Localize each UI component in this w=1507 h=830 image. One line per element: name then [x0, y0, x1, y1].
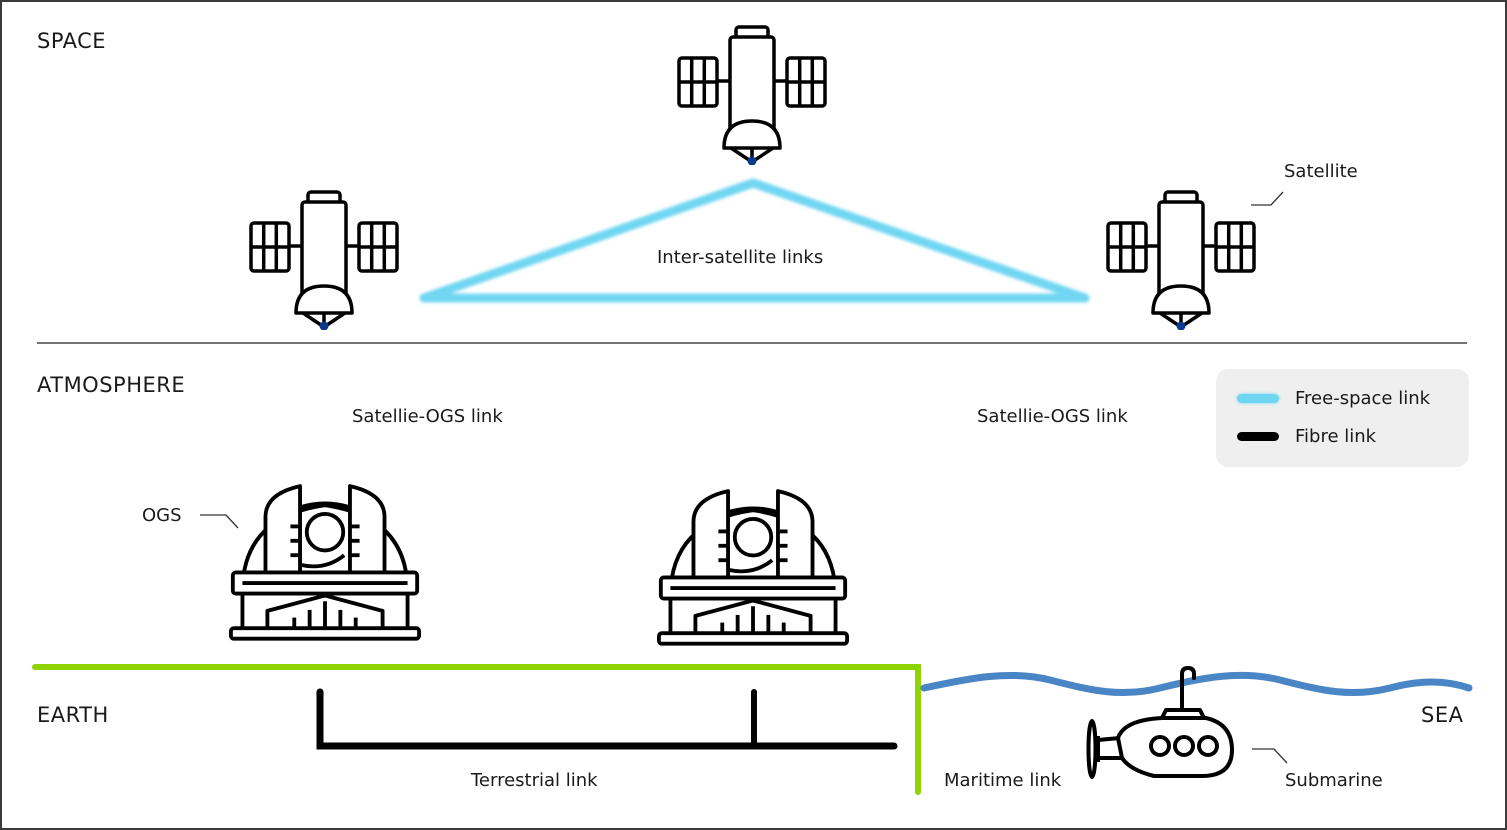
inter-satellite-links-label: Inter-satellite links: [657, 247, 824, 268]
legend: Free-space link Fibre link: [1216, 369, 1469, 467]
zone-label-sea: SEA: [1421, 703, 1464, 727]
ground-line: [32, 664, 921, 795]
inter-satellite-links: [419, 178, 1090, 303]
terrestrial-link-label: Terrestrial link: [471, 770, 598, 791]
ogs-leader-line: [200, 514, 239, 529]
legend-item-free-space: Free-space link: [1216, 383, 1430, 413]
ogs-label: OGS: [142, 505, 182, 526]
zone-label-atmosphere: ATMOSPHERE: [37, 373, 186, 397]
zone-label-earth: EARTH: [37, 703, 109, 727]
sat-ogs-link-left-label: Satellie-OGS link: [352, 406, 503, 427]
sea-surface-wave: [920, 671, 1473, 697]
satellite-icon: [249, 190, 399, 330]
submarine-label: Submarine: [1285, 770, 1383, 791]
satellite-leader-line: [1251, 191, 1284, 206]
observatory-icon: [229, 484, 421, 641]
legend-label: Free-space link: [1295, 387, 1431, 409]
sat-ogs-link-right-label: Satellie-OGS link: [977, 406, 1128, 427]
maritime-link-label: Maritime link: [944, 770, 1062, 791]
free-space-link-swatch: [1237, 393, 1279, 403]
legend-label: Fibre link: [1295, 425, 1377, 447]
zone-label-space: SPACE: [37, 29, 107, 53]
fibre-link-swatch: [1237, 431, 1279, 441]
legend-item-fibre: Fibre link: [1216, 421, 1376, 451]
satellite-icon: [1106, 190, 1256, 330]
observatory-icon: [657, 489, 849, 646]
submarine-leader-line: [1252, 748, 1288, 764]
satellite-label: Satellite: [1284, 161, 1358, 182]
satellite-icon: [677, 25, 827, 165]
terrestrial-fibre-link: [316, 688, 898, 750]
